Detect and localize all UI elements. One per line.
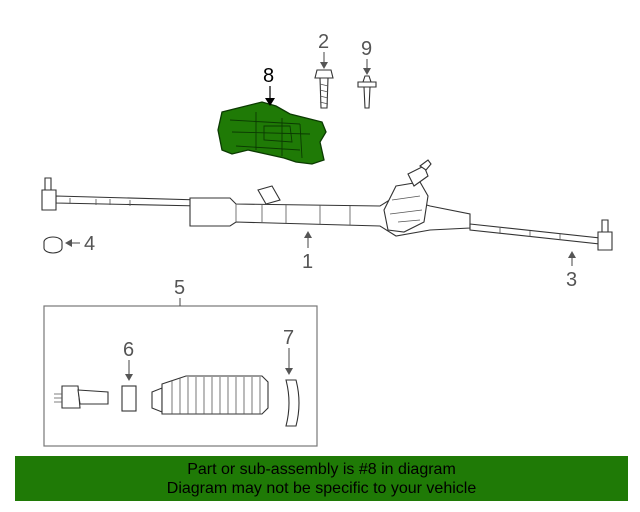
part-5-boot-kit[interactable] bbox=[43, 305, 318, 447]
callout-3: 3 bbox=[566, 269, 577, 291]
callout-1: 1 bbox=[302, 251, 313, 273]
info-banner: Part or sub-assembly is #8 in diagram Di… bbox=[15, 456, 628, 501]
callout-1-group: 1 bbox=[302, 231, 313, 273]
callout-8: 8 bbox=[263, 65, 274, 87]
part-1-steering-rack[interactable] bbox=[41, 159, 613, 251]
callout-2-group: 2 bbox=[318, 31, 329, 69]
callout-6-group: 6 bbox=[123, 339, 134, 381]
callout-5: 5 bbox=[174, 277, 185, 299]
callout-4-group: 4 bbox=[65, 233, 95, 255]
callout-7-group: 7 bbox=[283, 327, 294, 375]
callout-5-group: 5 bbox=[174, 277, 185, 306]
part-2-bolt[interactable] bbox=[314, 69, 334, 109]
callout-3-group: 3 bbox=[566, 251, 577, 291]
part-9-pin[interactable] bbox=[357, 75, 377, 109]
callout-8-group: 8 bbox=[263, 65, 275, 106]
part-4-nut[interactable] bbox=[43, 236, 63, 254]
callout-2: 2 bbox=[318, 31, 329, 53]
callout-9: 9 bbox=[361, 38, 372, 60]
parts-diagram: 8 2 9 bbox=[41, 31, 613, 447]
callout-7: 7 bbox=[283, 327, 294, 349]
callout-6: 6 bbox=[123, 339, 134, 361]
banner-line-2: Diagram may not be specific to your vehi… bbox=[166, 480, 477, 497]
part-8-shield[interactable] bbox=[217, 101, 327, 165]
callout-4: 4 bbox=[84, 233, 95, 255]
callout-9-group: 9 bbox=[361, 38, 372, 75]
banner-line-1: Part or sub-assembly is #8 in diagram bbox=[187, 461, 456, 478]
